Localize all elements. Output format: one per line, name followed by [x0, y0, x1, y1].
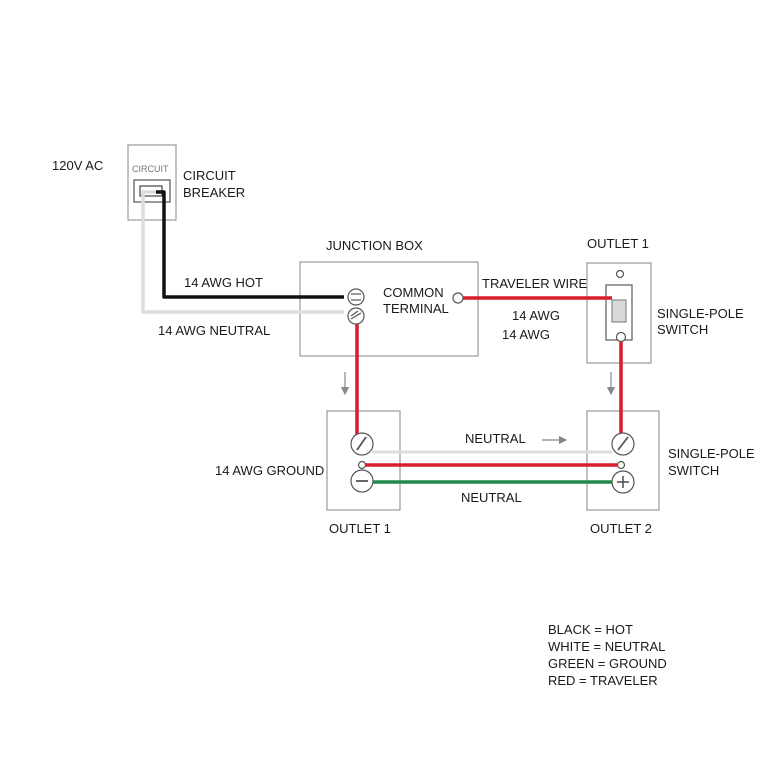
awg-label-2: 14 AWG — [502, 327, 550, 342]
legend-item-ground: GREEN = GROUND — [548, 656, 667, 671]
outlet-2-switch-line2: SWITCH — [668, 463, 719, 478]
outlet-2-box — [586, 410, 660, 511]
junction-box — [299, 261, 479, 357]
top-right-switch-line1: SINGLE-POLE — [657, 306, 744, 321]
neutral-wire-label: 14 AWG NEUTRAL — [158, 323, 270, 338]
legend-item-neutral: WHITE = NEUTRAL — [548, 639, 665, 654]
awg-label-1: 14 AWG — [512, 308, 560, 323]
neutral-bottom-label: NEUTRAL — [461, 490, 522, 505]
neutral-top-label: NEUTRAL — [465, 431, 526, 446]
breaker-title-line2: BREAKER — [183, 185, 245, 200]
breaker-panel-label: CIRCUIT — [132, 164, 169, 174]
neutral-wire-breaker-to-junction — [141, 190, 344, 314]
top-right-switch-line2: SWITCH — [657, 322, 708, 337]
color-legend: BLACK = HOT WHITE = NEUTRAL GREEN = GROU… — [548, 622, 667, 688]
switch-lower-screw — [615, 331, 627, 343]
top-right-device-title: OUTLET 1 — [587, 236, 649, 251]
switch-toggle — [611, 299, 627, 323]
outlet-1-label: OUTLET 1 — [329, 521, 391, 536]
circuit-breaker: CIRCUIT — [127, 144, 177, 221]
common-terminal-line2: TERMINAL — [383, 301, 449, 316]
top-right-upper-screw — [615, 269, 625, 279]
hot-wire-breaker-to-junction — [156, 190, 344, 299]
outlet-2-label: OUTLET 2 — [590, 521, 652, 536]
breaker-title-line1: CIRCUIT — [183, 168, 236, 183]
hot-wire-label: 14 AWG HOT — [184, 275, 263, 290]
junction-box-title: JUNCTION BOX — [326, 238, 423, 253]
common-terminal-line1: COMMON — [383, 285, 444, 300]
traveler-wire-label: TRAVELER WIRE — [482, 276, 588, 291]
ground-wire-label: 14 AWG GROUND — [215, 463, 324, 478]
outlet-2-switch-line1: SINGLE-POLE — [668, 446, 755, 461]
outlet-1-box — [326, 410, 401, 511]
voltage-label: 120V AC — [52, 158, 103, 173]
legend-item-hot: BLACK = HOT — [548, 622, 633, 637]
junction-traveler-connector — [452, 292, 464, 304]
legend-item-traveler: RED = TRAVELER — [548, 673, 658, 688]
outlet-1-side-screw — [357, 460, 367, 470]
junction-terminal-hot-screw — [347, 288, 365, 306]
outlet-2-side-screw — [616, 460, 626, 470]
